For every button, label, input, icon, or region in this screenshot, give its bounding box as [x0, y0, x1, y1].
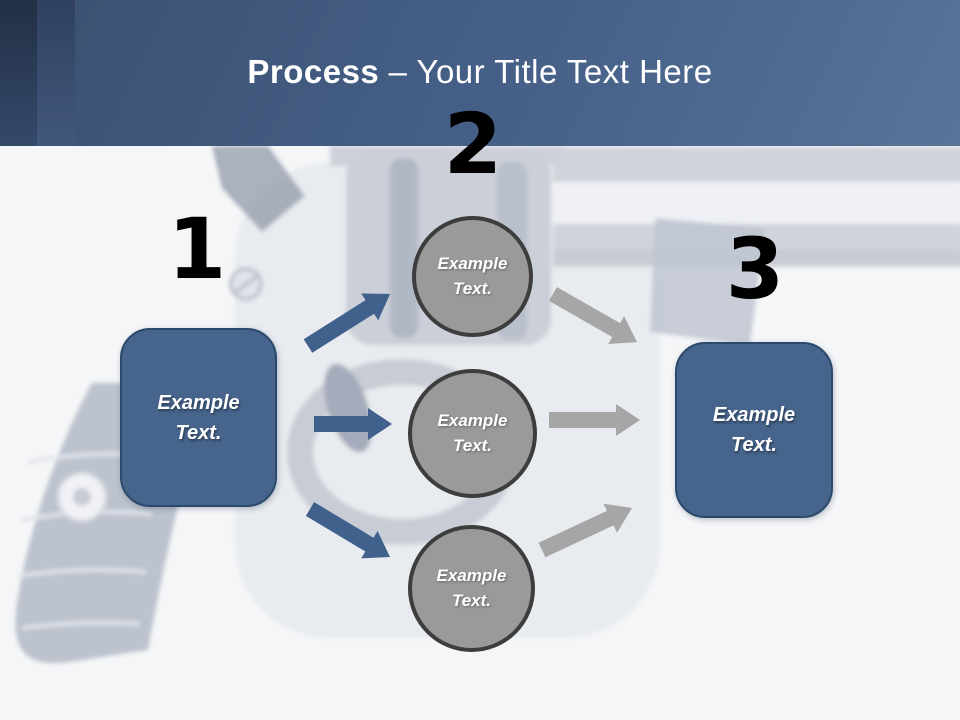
step-number-3: 3 — [725, 220, 785, 318]
process-circle-top-label: Example Text. — [437, 253, 508, 298]
step-number-1: 1 — [167, 200, 227, 298]
slide-title: Process– Your Title Text Here — [0, 52, 960, 92]
process-box-step1: Example Text. — [120, 328, 277, 507]
process-circle-top: Example Text. — [412, 216, 533, 337]
process-circle-bottom: Example Text. — [408, 525, 535, 652]
process-box-step1-label: Example Text. — [157, 391, 240, 444]
slide-title-emphasis: Process — [247, 53, 380, 90]
header-stripe-dark — [0, 0, 37, 146]
process-box-step3: Example Text. — [675, 342, 833, 518]
header-band — [0, 0, 960, 146]
slide-title-rest: – Your Title Text Here — [388, 53, 713, 90]
process-circle-bottom-label: Example Text. — [436, 565, 507, 610]
header-stripe-medium — [37, 0, 75, 146]
process-box-step3-label: Example Text. — [712, 404, 796, 456]
step-number-2: 2 — [443, 95, 503, 193]
process-circle-middle-label: Example Text. — [437, 410, 508, 455]
process-circle-middle: Example Text. — [408, 369, 537, 498]
